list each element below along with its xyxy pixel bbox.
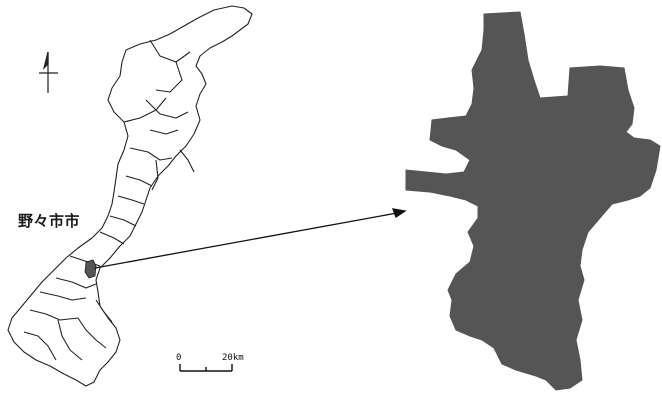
city-name-label: 野々市市	[18, 212, 81, 230]
prefecture-map	[7, 5, 253, 387]
scale-start-label: 0	[176, 353, 182, 363]
pointer-arrow	[94, 208, 407, 269]
prefecture-outline	[7, 5, 253, 387]
city-enlarged-shape	[405, 11, 661, 391]
north-arrow-icon	[39, 51, 58, 93]
city-locator-marker	[84, 259, 97, 279]
scale-end-label: 20km	[222, 353, 244, 363]
